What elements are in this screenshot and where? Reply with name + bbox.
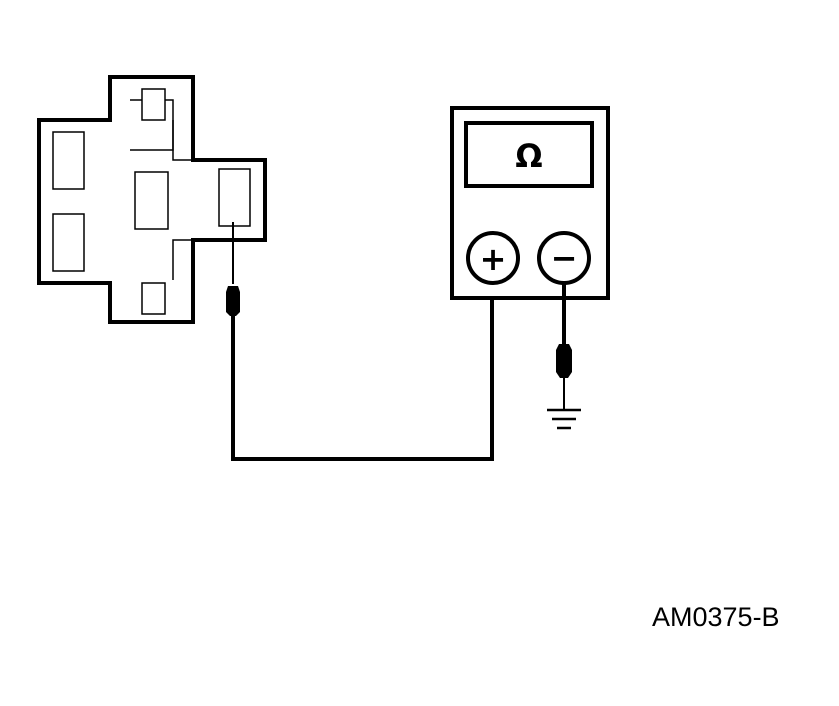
connector-terminal-center <box>134 171 169 230</box>
connector-terminal-left-upper <box>52 131 85 190</box>
connector-terminal-left-lower <box>52 213 85 272</box>
connector-terminal-bottom <box>141 282 166 315</box>
test-probe-icon <box>226 222 240 316</box>
ground-lead <box>556 284 572 410</box>
connector-inner-step <box>172 120 193 161</box>
meter-display-symbol: Ω <box>515 137 542 175</box>
meter-positive-symbol: + <box>480 240 507 278</box>
connector-terminal-top <box>141 88 166 121</box>
test-lead-wire <box>231 284 494 461</box>
meter-negative-symbol: − <box>551 239 578 277</box>
multimeter-icon: Ω + − <box>450 106 610 300</box>
meter-positive-jack <box>466 231 520 285</box>
probe-body-ground <box>556 344 572 378</box>
connector-inner-step-lower <box>172 239 193 280</box>
connector-terminal-right <box>218 168 251 227</box>
probe-body-connector <box>226 286 240 316</box>
ground-symbol-icon <box>547 408 581 430</box>
figure-id-label: AM0375-B <box>652 602 780 632</box>
meter-negative-jack <box>537 231 591 285</box>
meter-display <box>464 121 594 188</box>
connector-icon <box>37 75 267 324</box>
